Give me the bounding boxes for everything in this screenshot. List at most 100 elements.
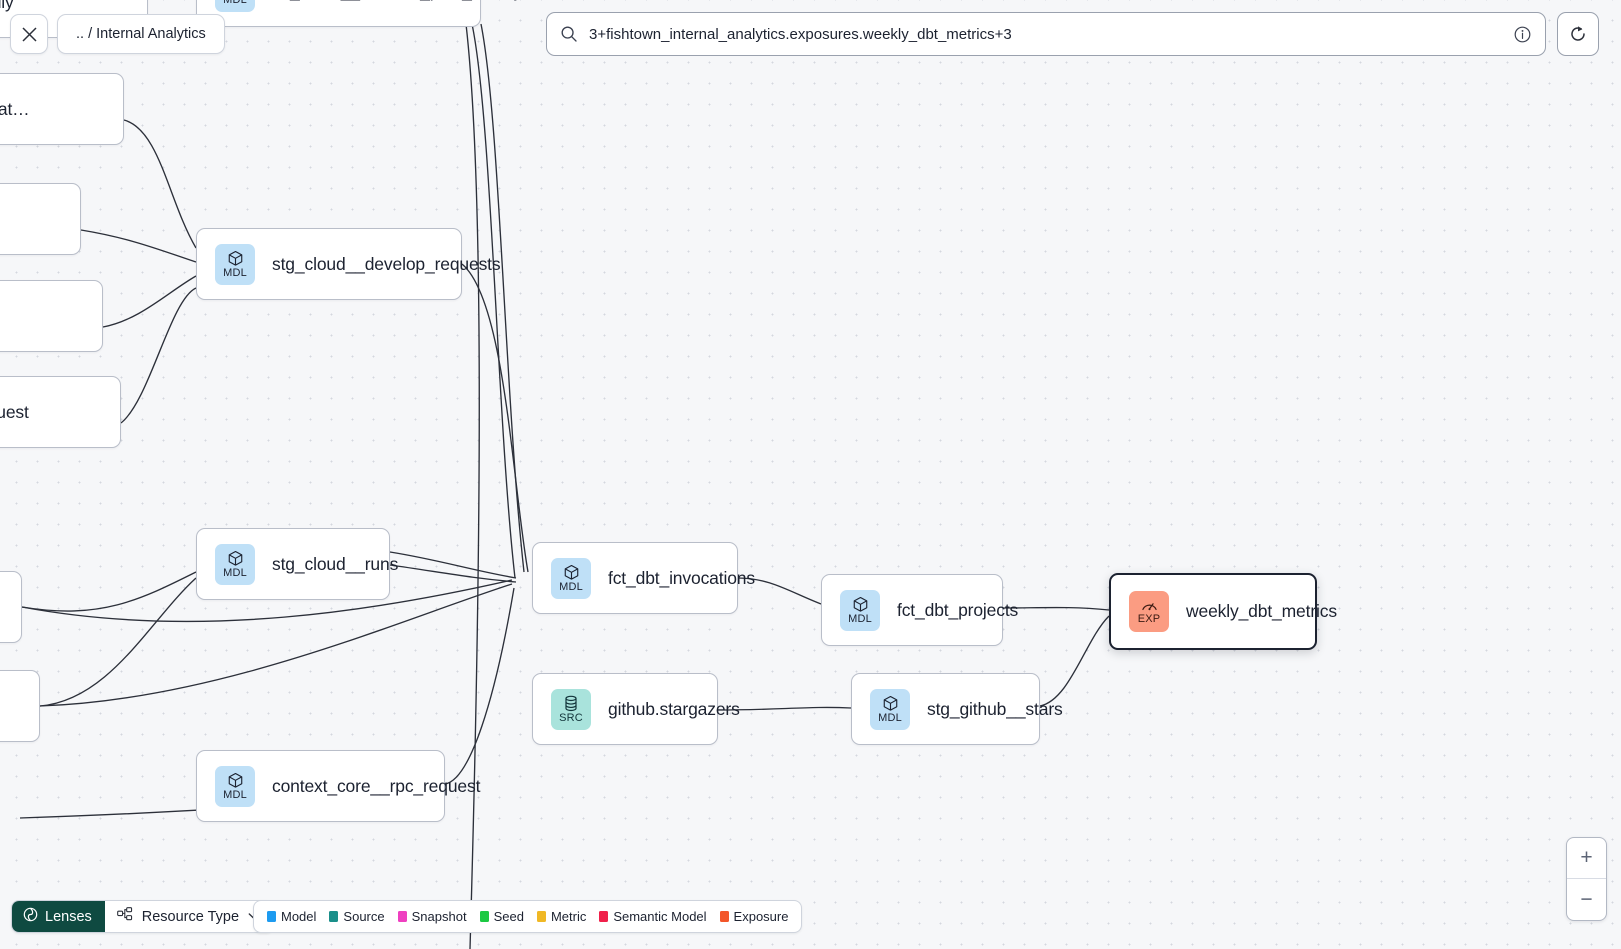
graph-node-velop_request[interactable]: velop_request [0,280,103,352]
lenses-label: Lenses [45,908,92,925]
graph-node-context_core_rpc_request[interactable]: MDL context_core__rpc_request [196,750,480,822]
cube-icon [563,564,580,581]
cube-icon [882,695,899,712]
node-label: stg_cloud__runs [272,553,399,574]
legend-swatch [267,911,276,922]
legend-item-semantic-model[interactable]: Semantic Model [599,909,707,924]
node-type-badge-mdl: MDL [215,243,255,285]
node-type-badge-src: SRC [551,688,591,730]
node-type-abbr: MDL [223,0,247,6]
legend-label: Snapshot [411,909,467,924]
breadcrumb-label: .. / Internal Analytics [76,26,206,42]
node-type-badge-mdl: MDL [551,557,591,599]
legend-label: Metric [550,909,587,924]
lineage-edge [480,23,525,573]
lineage-edge [465,23,480,949]
legend-swatch [479,911,489,922]
lineage-edge [471,23,516,579]
close-button[interactable] [10,14,48,54]
breadcrumb[interactable]: .. / Internal Analytics [57,14,225,54]
node-label: int_cloud__account_plan_history [272,0,522,2]
legend-item-metric[interactable]: Metric [536,909,587,924]
zoom-out-button[interactable]: − [1580,887,1593,911]
graph-node-develop_request[interactable]: _develop_request [0,376,121,448]
node-type-abbr: SRC [559,711,583,724]
zoom-in-button[interactable]: + [1567,838,1606,879]
node-type-abbr: MDL [223,266,247,279]
node-type-abbr: MDL [223,788,247,801]
legend-item-seed[interactable]: Seed [479,909,524,924]
resource-type-icon [116,907,133,926]
lineage-edge [120,287,197,424]
search-input[interactable] [589,25,1513,43]
lineage-edge [1002,606,1110,611]
lineage-edge [80,229,197,263]
refresh-button[interactable] [1557,12,1599,56]
cube-icon [852,596,869,613]
graph-node-fct_dbt_invocations[interactable]: MDL fct_dbt_invocations [532,542,755,614]
legend-swatch [329,911,339,922]
info-circle-icon[interactable] [1513,25,1532,44]
resource-type-button[interactable]: Resource Type [104,901,274,932]
graph-node-multicell_migrat[interactable]: multicell_migrat… [0,73,124,145]
legend-item-model[interactable]: Model [267,909,316,924]
legend-label: Model [281,909,317,924]
resource-type-label: Resource Type [141,908,240,925]
node-label: fct_dbt_invocations [608,567,755,588]
node-type-badge-mdl: MDL [215,0,255,12]
cube-icon [227,550,244,567]
graph-node-int_cloud_account_plan[interactable]: MDL int_cloud__account_plan_history [196,0,522,27]
lens-icon [23,907,38,926]
legend-label: Semantic Model [613,909,707,924]
search-bar[interactable] [546,12,1546,56]
node-label: stg_github__stars [927,698,1063,719]
graph-node-stg_cloud_develop_requests[interactable]: MDL stg_cloud__develop_requests [196,228,501,300]
legend-item-exposure[interactable]: Exposure [719,909,789,924]
lineage-edge [102,275,197,328]
lineage-edge [123,119,197,249]
lineage-edge [39,583,513,707]
legend-label: Source [343,909,385,924]
legend-item-snapshot[interactable]: Snapshot [397,909,467,924]
node-type-badge-mdl: MDL [215,765,255,807]
node-type-abbr: EXP [1137,613,1161,625]
lenses-button[interactable]: Lenses [12,901,105,932]
legend-label: Seed [493,909,524,924]
node-label: context_core__rpc_request [272,775,481,796]
node-label: snapshot_daily [0,0,14,12]
node-label: weekly_dbt_metrics [1186,601,1337,621]
cube-icon [227,772,244,789]
graph-node-weekly_dbt_metrics[interactable]: EXP weekly_dbt_metrics [1109,573,1337,650]
legend-swatch [397,911,407,922]
resource-type-legend: Model Source Snapshot Seed Metric Semantic Mo… [253,900,803,933]
gauge-icon [1141,598,1158,613]
legend-swatch [536,911,546,922]
lineage-edge [1039,615,1110,707]
node-type-abbr: MDL [848,612,872,625]
node-label: _develop_request [0,401,29,422]
cube-icon [227,250,244,267]
node-label: multicell_migrat… [0,98,30,119]
graph-node-run_node[interactable]: .run [0,670,40,742]
legend-item-source[interactable]: Source [329,909,385,924]
lineage-edge [444,587,515,785]
lineage-edge [389,551,517,579]
lineage-edge [21,571,197,612]
node-label: stg_cloud__develop_requests [272,253,501,274]
node-type-badge-mdl: MDL [840,589,880,631]
zoom-controls: + − [1566,837,1607,921]
legend-label: Exposure [733,909,789,924]
refresh-icon [1571,26,1585,41]
lineage-edge [389,564,517,583]
lenses-toolbar: Lenses Resource Type [11,900,275,933]
legend-swatch [599,911,609,922]
graph-node-n_node[interactable]: n [0,571,22,643]
lineage-edge [39,577,197,707]
graph-node-p_request[interactable]: p_request [0,183,81,255]
legend-swatch [719,911,729,922]
